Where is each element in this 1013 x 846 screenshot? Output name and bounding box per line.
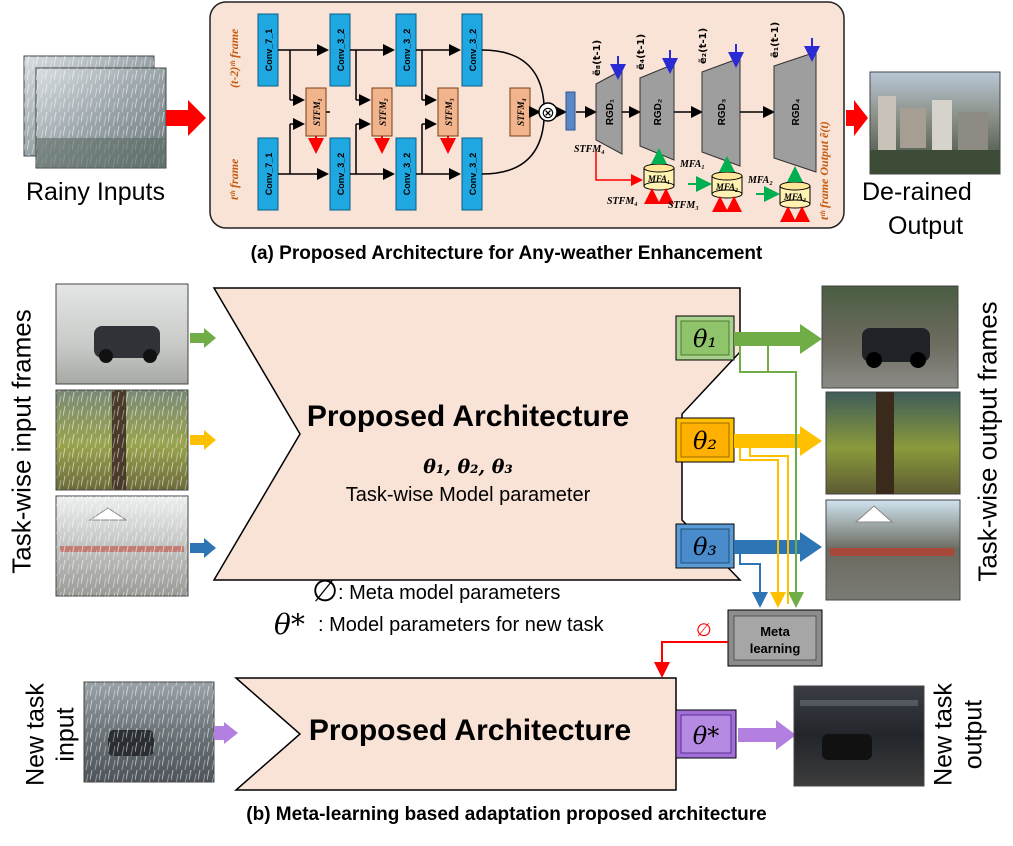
phi-arrow bbox=[654, 641, 728, 678]
rainy-inputs-label: Rainy Inputs bbox=[26, 178, 165, 206]
new-task-output-label-1: New task bbox=[929, 683, 958, 786]
stfm4-bottom-label: STFM₄ bbox=[607, 196, 638, 207]
theta-3-label: θ₃ bbox=[693, 533, 717, 561]
mfa1-in-label: MFA₁ bbox=[679, 159, 705, 170]
arch-title: Proposed Architecture bbox=[306, 400, 630, 433]
conv-bottom-label-4: Conv_3_2 bbox=[468, 153, 478, 196]
theta-star-label: θ* bbox=[693, 722, 719, 750]
task-input-frame-2 bbox=[55, 389, 189, 491]
stfm-label-3: STFM₃ bbox=[444, 98, 454, 126]
meta-line-gold bbox=[739, 448, 786, 608]
params-math: θ₁, θ₂, θ₃ bbox=[423, 456, 513, 478]
rgd-decoder-4 bbox=[773, 51, 817, 173]
conv-top-label-4: Conv_3_2 bbox=[468, 29, 478, 72]
stfm-label-1: STFM₁ bbox=[312, 98, 322, 126]
theta-2-box bbox=[675, 417, 735, 463]
rgd-decoder-3 bbox=[701, 57, 741, 167]
theta-3-box bbox=[675, 523, 735, 569]
meta-line-blue bbox=[739, 554, 768, 608]
a-wiring bbox=[278, 44, 597, 180]
conv-bottom-label-2: Conv_3_2 bbox=[336, 153, 346, 196]
output-arrow-green bbox=[734, 332, 804, 346]
output-arrow bbox=[846, 100, 868, 136]
stfm-label-4: STFM₄ bbox=[516, 98, 526, 126]
mfa-label-3: MFA₃ bbox=[783, 192, 806, 202]
theta-star-symbol: θ* bbox=[274, 608, 305, 641]
rgd-label-4: RGD₄ bbox=[791, 98, 802, 125]
caption-b: (b) Meta-learning based adaptation propo… bbox=[246, 804, 767, 825]
theta-2-label: θ₂ bbox=[693, 427, 717, 455]
meta-symbol: ∅ bbox=[312, 574, 339, 609]
rgd-input-label-3: ẽ₂(t-1) bbox=[698, 28, 709, 64]
rgd-input-label-2: ẽ₄(t-1) bbox=[636, 34, 647, 70]
multiply-node bbox=[538, 102, 558, 122]
mfa2-in-label: MFA₂ bbox=[747, 175, 773, 186]
theta-1-label: θ₁ bbox=[693, 325, 717, 353]
multiply-symbol: ⊗ bbox=[541, 103, 554, 122]
stfm4-side-label: STFM₄ bbox=[574, 144, 605, 155]
theta-1-box bbox=[675, 315, 735, 361]
conv-top-label-2: Conv_3_2 bbox=[336, 29, 346, 72]
task-input-frame-3 bbox=[55, 495, 189, 597]
conv-top-row: Conv_7_1 Conv_3_2 Conv_3_2 Conv_3_2 bbox=[257, 13, 483, 87]
rgd-input-label-1: ẽ₈(t-1) bbox=[592, 40, 603, 76]
rgd-label-2: RGD₂ bbox=[653, 99, 664, 126]
task-input-frame-1 bbox=[55, 283, 189, 385]
fusion-bar bbox=[565, 91, 576, 131]
theta-star-desc: : Model parameters for new task bbox=[318, 614, 604, 636]
rgd-input-label-4: ẽ₁(t-1) bbox=[770, 22, 781, 58]
derained-output-label-1: De-rained bbox=[862, 178, 972, 206]
meta-box-line2: learning bbox=[750, 641, 801, 656]
new-architecture-shape bbox=[234, 677, 677, 791]
phi-label: ∅ bbox=[696, 620, 712, 641]
conv-top-label-1: Conv_7_1 bbox=[264, 29, 274, 72]
mfa-row: MFA₁ MFA₂ MFA₃ bbox=[595, 148, 811, 222]
new-task-output-image bbox=[793, 685, 925, 787]
new-task-input-label-2: input bbox=[51, 707, 80, 762]
new-task-input-label-1: New task bbox=[21, 683, 50, 786]
input-arrow bbox=[166, 100, 206, 136]
meta-learning-box bbox=[727, 609, 823, 667]
frame-top-label: (t-2)ᵗʰ frame bbox=[227, 28, 241, 88]
conv-bottom-row: Conv_7_1 Conv_3_2 Conv_3_2 Conv_3_2 bbox=[257, 137, 483, 211]
task-output-frame-2 bbox=[825, 391, 961, 495]
task-input-side-label: Task-wise input frames bbox=[6, 309, 37, 574]
rgd-row: RGD₁ ẽ₈(t-1) RGD₂ ẽ₄(t-1) RGD₃ ẽ₂(t-1) RGD₄ ẽ₁(… bbox=[592, 22, 820, 173]
new-task-output-label-2: output bbox=[959, 699, 988, 770]
meta-line-gold-b bbox=[749, 448, 789, 604]
new-input-arrow bbox=[214, 726, 226, 740]
new-output-arrow bbox=[738, 728, 778, 742]
rgd-label-3: RGD₃ bbox=[717, 98, 728, 125]
new-task-input-image bbox=[83, 681, 215, 783]
task-output-frame-3 bbox=[825, 499, 961, 601]
derained-output-label-2: Output bbox=[888, 212, 964, 240]
caption-a: (a) Proposed Architecture for Any-weathe… bbox=[250, 243, 763, 264]
stfm3-bottom-label: STFM₃ bbox=[668, 200, 699, 211]
conv-bottom-label-1: Conv_7_1 bbox=[264, 153, 274, 196]
rgd-label-1: RGD₁ bbox=[605, 99, 616, 125]
stfm-label-2: STFM₂ bbox=[378, 98, 388, 126]
task-output-side-label: Task-wise output frames bbox=[972, 301, 1003, 582]
mfa-label-2: MFA₂ bbox=[715, 182, 738, 192]
conv-top-label-3: Conv_3_2 bbox=[402, 29, 412, 72]
derained-output-image bbox=[869, 71, 1001, 175]
frame-output-label: tᵗʰ frame Output ẽ(t) bbox=[817, 121, 831, 220]
mfa-label-1: MFA₁ bbox=[647, 174, 670, 184]
output-arrow-gold bbox=[734, 434, 804, 448]
params-desc: Task-wise Model parameter bbox=[345, 484, 591, 506]
task-output-frame-1 bbox=[821, 285, 959, 389]
frame-bottom-label: tᵗʰ frame bbox=[227, 158, 241, 200]
theta-star-box bbox=[675, 709, 737, 759]
main-architecture-shape bbox=[212, 287, 742, 581]
rainy-input-stack bbox=[23, 55, 167, 169]
meta-box-line1: Meta bbox=[760, 624, 790, 639]
new-arch-title: Proposed Architecture bbox=[308, 714, 632, 747]
conv-bottom-label-3: Conv_3_2 bbox=[402, 153, 412, 196]
output-arrow-blue bbox=[734, 540, 804, 554]
meta-desc: : Meta model parameters bbox=[338, 582, 561, 604]
